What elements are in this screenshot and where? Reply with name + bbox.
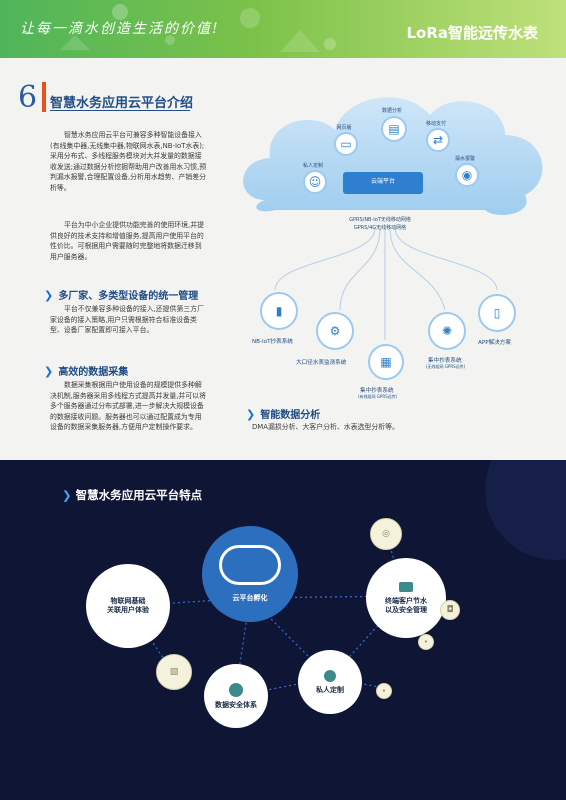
section-title: 智慧水务应用云平台介绍 [50, 96, 194, 111]
subheading-unified: ❯ 多厂家、多类型设备的统一管理 [44, 284, 198, 303]
cloud-platform-box [343, 172, 423, 194]
cloud-node-web: 网页版 [336, 125, 352, 131]
image-icon: ▧ [156, 654, 192, 690]
feature-iot: 物联网基础 关联用户体验 [86, 564, 170, 648]
cloud-node-custom: 私人定制 [302, 163, 323, 169]
section-accent-bar [42, 82, 46, 112]
network-line-2: GPRS/4G无线移动网络 [353, 225, 407, 231]
subheading-unified-label: 多厂家、多类型设备的统一管理 [58, 291, 199, 302]
subheading-collection: ❯ 高效的数据采集 [44, 360, 128, 379]
chevron-right-icon: ❯ [246, 408, 256, 421]
network-line-1: GPRS/NB-IoT无线移动网络 [349, 217, 411, 223]
concentrator-icon: ▦ [368, 344, 404, 380]
features-network-lines [127, 460, 566, 697]
cloud-node-alarm: 漏水报警 [454, 156, 475, 162]
intro-paragraph-2: 平台为中小企业提供功能完善的使用环境,并提供良好的技术支持和增值服务,提高用户使… [50, 221, 205, 261]
feature-saving-line2: 以及安全管理 [385, 605, 427, 614]
shield-icon [229, 682, 243, 697]
device-app-label: APP解决方案 [478, 340, 511, 346]
alarm-icon: ◉ [455, 163, 479, 187]
monitor-icon: ▭ [334, 132, 358, 156]
device-large-label: 大口径水表监测系统 [296, 360, 347, 366]
features-title: ❯智慧水务应用云平台特点 [62, 487, 202, 503]
smartphone-icon: ▯ [478, 294, 516, 332]
feature-cloud-center: 云平台孵化 [202, 526, 298, 622]
water-meter-icon: ▮ [260, 292, 298, 330]
dot-icon: • [418, 634, 434, 650]
camera-icon: ◘ [440, 600, 460, 620]
intro-paragraph-1: 智慧水务应用云平台可兼容多种智能设备接入(有线集中器,无线集中器,物联网水表,N… [50, 131, 207, 192]
section-number: 6 [18, 80, 38, 115]
feature-security: 数据安全体系 [204, 664, 268, 728]
feature-custom: 私人定制 [298, 650, 362, 714]
chart-icon: ▤ [381, 116, 407, 142]
unified-paragraph: 平台不仅兼容多种设备的接入,还提供第三方厂家设备的接入策略,用户只需根据符合标准… [50, 305, 205, 334]
user-icon: ☺ [303, 170, 327, 194]
subheading-collection-label: 高效的数据采集 [58, 367, 129, 378]
dot-icon: • [376, 683, 392, 699]
subheading-analysis: ❯ 智能数据分析 [246, 403, 320, 422]
chevron-right-icon: ❯ [62, 488, 72, 502]
user-icon [324, 669, 336, 682]
features-title-label: 智慧水务应用云平台特点 [75, 488, 203, 502]
device-central1-sub: (有线组网 GPRS远传) [358, 394, 398, 399]
feature-custom-label: 私人定制 [316, 685, 344, 694]
large-meter-icon: ⚙ [316, 312, 354, 350]
feature-center-label: 云平台孵化 [232, 594, 268, 602]
cloud-icon [219, 545, 281, 585]
feature-saving-line1: 终端客户节水 [385, 596, 427, 605]
cloud-node-analysis: 数据分析 [381, 108, 402, 114]
feature-security-label: 数据安全体系 [215, 700, 257, 709]
header-brand-title: LoRa智能远传水表 [406, 24, 538, 42]
meter-icon [399, 581, 413, 592]
header-slogan: 让每一滴水创造生活的价值! [20, 21, 220, 37]
spiral-icon: ◎ [370, 518, 402, 550]
subheading-analysis-label: 智能数据分析 [260, 410, 321, 421]
cloud-platform-label: 云端平台 [370, 178, 395, 185]
feature-water-saving: 终端客户节水 以及安全管理 [366, 558, 446, 638]
feature-iot-line1: 物联网基础 [110, 597, 146, 605]
header-banner: 让每一滴水创造生活的价值! LoRa智能远传水表 [0, 0, 566, 58]
device-central2-sub: (无线组网 GPRS远传) [426, 364, 466, 369]
device-nb-label: NB-IoT抄表系统 [252, 339, 293, 345]
chevron-right-icon: ❯ [44, 365, 54, 378]
analysis-paragraph: DMA漏损分析、大客户分析、水表选型分析等。 [252, 423, 399, 431]
payment-icon: ⇄ [426, 128, 450, 152]
feature-iot-line2: 关联用户体验 [107, 606, 149, 614]
header-decoration [60, 4, 336, 52]
collection-paragraph: 数据采集根据用户使用设备的规模提供多种解决机制,服务器采用多线程方式提高并发量,… [50, 381, 206, 431]
chevron-right-icon: ❯ [44, 289, 54, 302]
wireless-meter-icon: ✺ [428, 312, 466, 350]
device-central2-label: 集中抄表系统 [428, 358, 462, 364]
device-central1-label: 集中抄表系统 [360, 388, 394, 394]
cloud-shape [243, 97, 543, 215]
section-underline [50, 110, 190, 111]
features-panel [0, 460, 566, 800]
cloud-node-payment: 移动支付 [425, 121, 446, 127]
